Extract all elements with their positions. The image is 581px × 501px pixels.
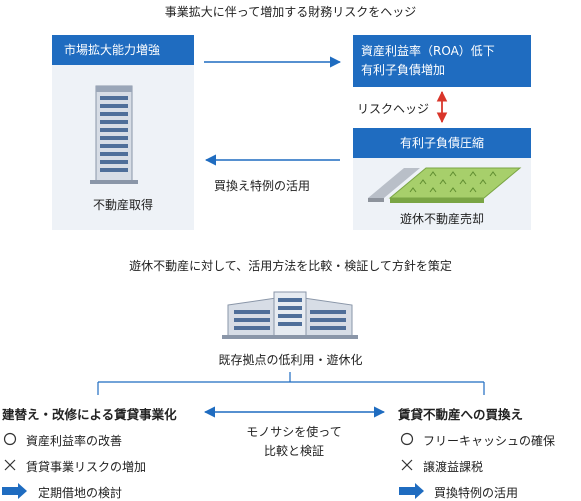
roa-line2: 有利子負債増加 [361, 63, 446, 77]
right-heading: 賃貸不動産への買換え [398, 407, 524, 422]
left-heading: 建替え・改修による賃貸事業化 [2, 407, 177, 422]
left-item-3: 定期借地の検討 [38, 486, 123, 500]
arrow-mark-icon [399, 483, 424, 499]
left-item-2: 賃貸事業リスクの増加 [26, 460, 147, 474]
right-item-1: フリーキャッシュの確保 [423, 434, 556, 448]
debt-header: 有利子負債圧縮 [353, 128, 531, 158]
left-item-1: 資産利益率の改善 [26, 434, 123, 448]
compare-line1: モノサシを使って [246, 425, 342, 439]
right-item-3: 買換特例の活用 [434, 486, 519, 500]
idle-caption: 遊休不動産売却 [399, 212, 484, 226]
bottom-title: 遊休不動産に対して、活用方法を比較・検証して方針を策定 [129, 259, 452, 273]
building-caption: 既存拠点の低利用・遊休化 [218, 353, 363, 367]
cross-mark-icon [4, 459, 16, 471]
existing-building-icon [222, 291, 358, 339]
circle-mark-icon [3, 432, 17, 446]
left-header: 市場拡大能力増強 [52, 35, 194, 65]
compare-line2: 比較と検証 [263, 444, 324, 458]
right-list-marks [399, 432, 424, 499]
idle-land-icon [368, 167, 522, 203]
office-tower-icon [90, 85, 138, 184]
circle-mark-icon [400, 432, 414, 446]
arrow-mark-icon [2, 483, 27, 499]
roa-panel [353, 35, 531, 87]
tree-bracket [97, 372, 485, 395]
left-caption: 不動産取得 [92, 198, 153, 212]
return-arrow-label: 買換え特例の活用 [214, 179, 311, 193]
cross-mark-icon [401, 459, 413, 471]
right-item-2: 譲渡益課税 [423, 460, 484, 474]
left-list-marks [2, 432, 27, 499]
top-title: 事業拡大に伴って増加する財務リスクをヘッジ [164, 5, 417, 19]
risk-hedge-label: リスクヘッジ [357, 102, 430, 116]
roa-line1: 資産利益率（ROA）低下 [361, 44, 495, 58]
